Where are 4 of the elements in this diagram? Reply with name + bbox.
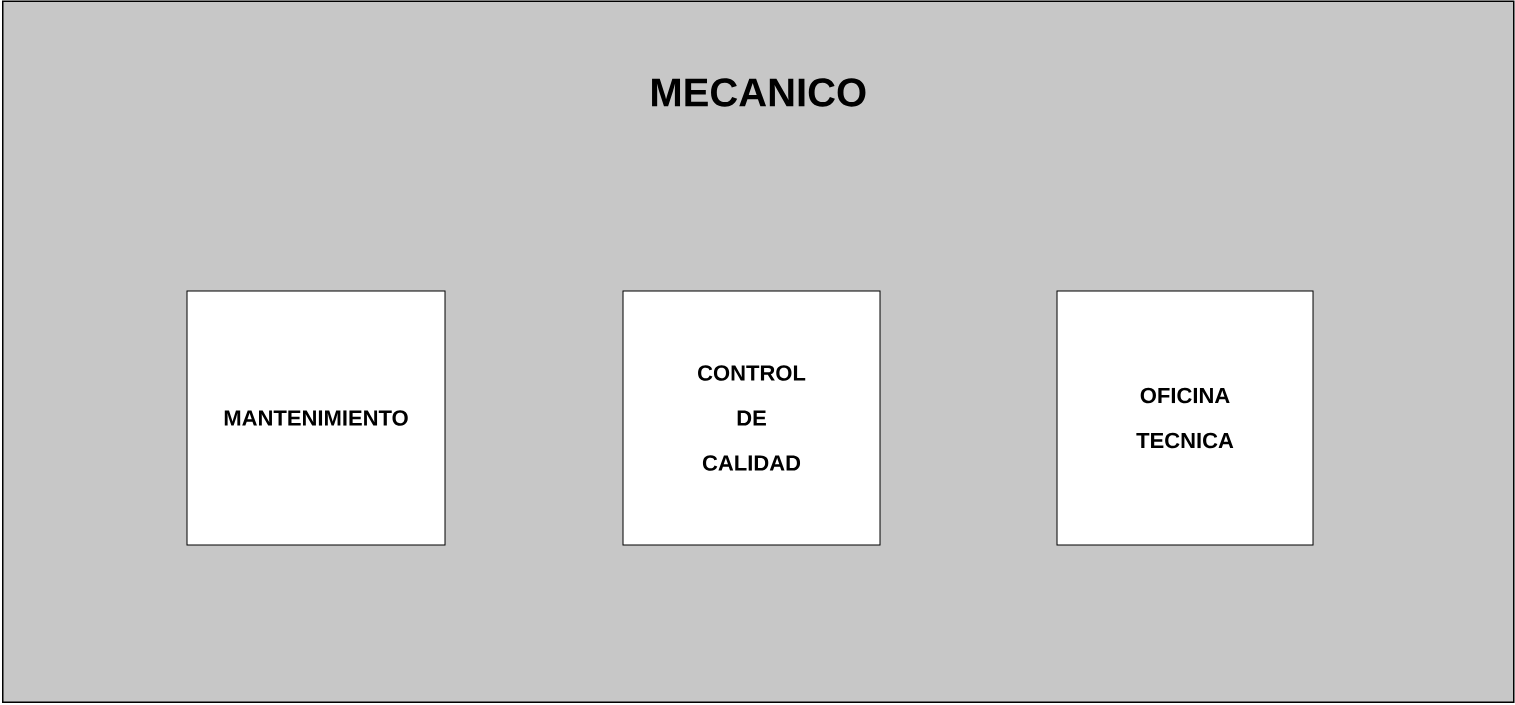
box: OFICINA TECNICA [1056, 290, 1314, 546]
heading: MECANICO [652, 78, 866, 107]
box: MANTENIMIENTO [186, 290, 446, 546]
box: CONTROL DE CALIDAD [622, 290, 881, 546]
